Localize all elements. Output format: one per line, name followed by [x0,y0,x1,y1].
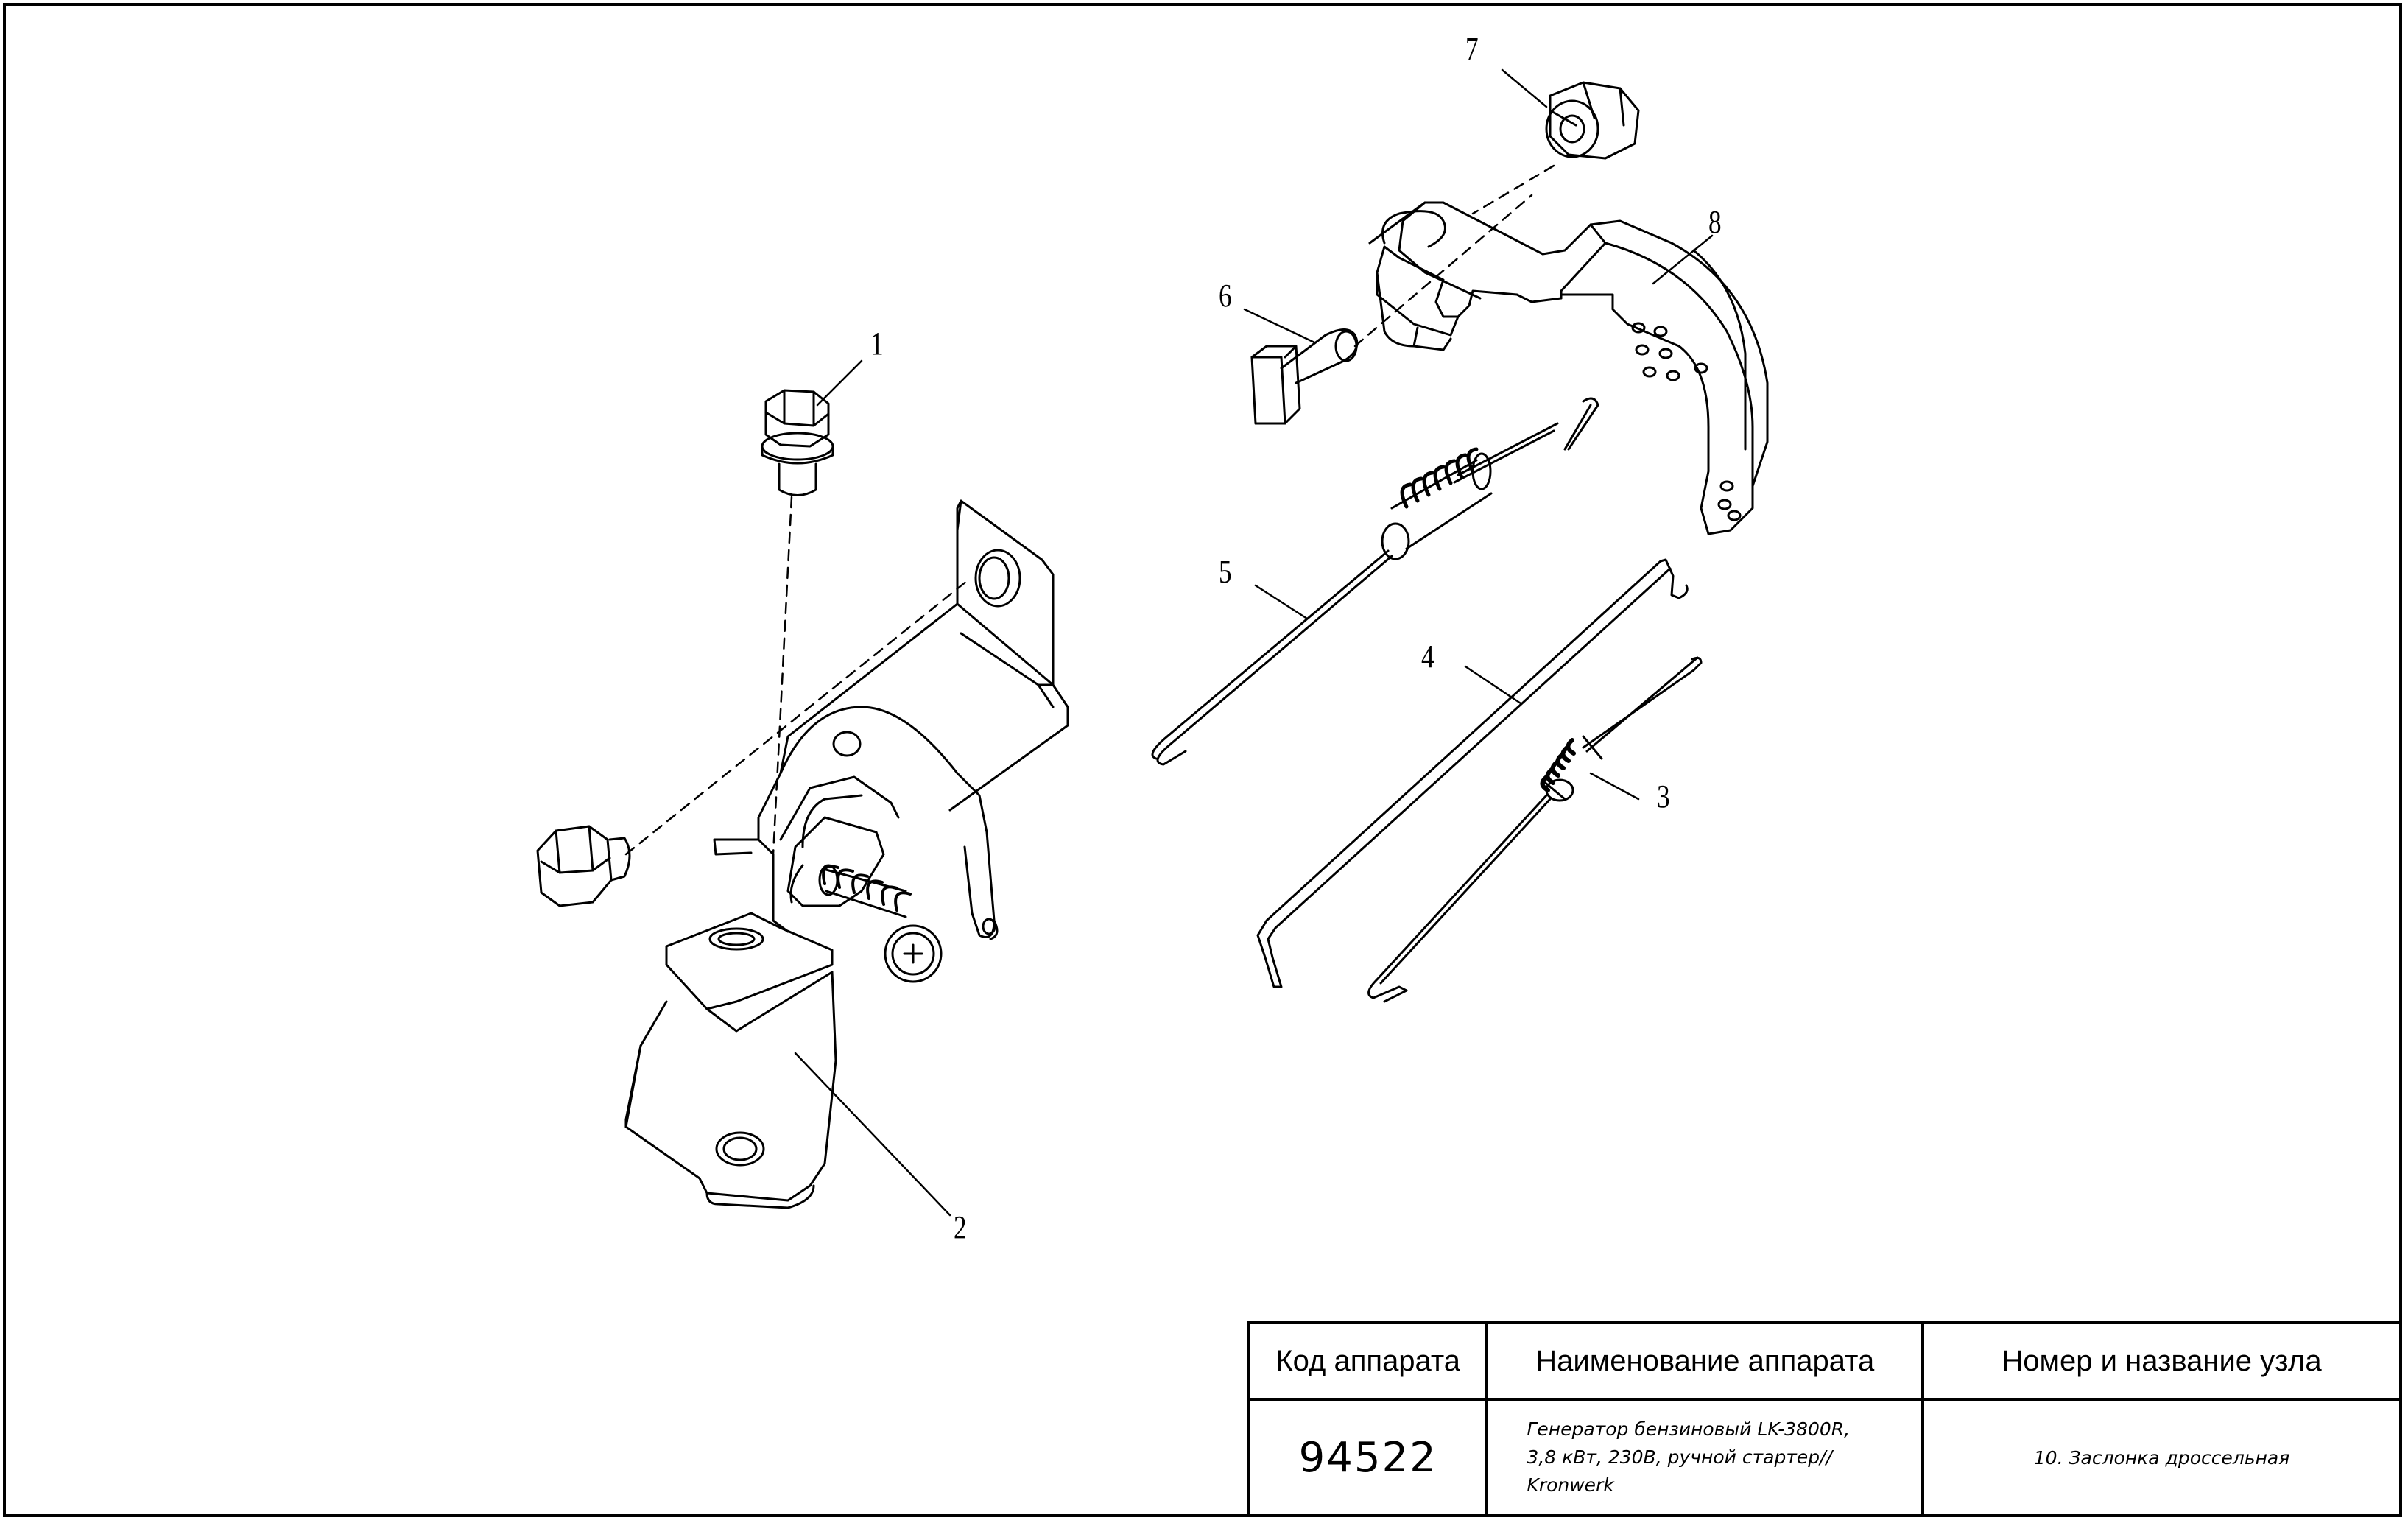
device-name-line-1: Генератор бензиновый LK-3800R, [1527,1418,1851,1440]
drawing-frame [3,3,2402,1517]
title-block: Код аппарата Наименование аппарата Номер… [1247,1321,2402,1517]
callout-6: 6 [1219,278,1232,314]
part-5-spring-rod [1151,397,1599,766]
part-6-pin [1250,194,1533,425]
part-1-bolt [761,389,834,856]
part-7-nut [1471,81,1640,215]
header-code: Код аппарата [1247,1321,1489,1401]
callout-1: 1 [870,326,884,362]
callout-4: 4 [1421,639,1434,675]
callout-2: 2 [954,1209,967,1245]
unit-name: 10. Заслонка дроссельная [1921,1398,2402,1517]
part-3-spring [1367,656,1703,1003]
part-8-lever [1368,201,1769,535]
header-unit: Номер и название узла [1921,1321,2402,1401]
device-code: 94522 [1247,1398,1489,1517]
callout-leaders [794,68,1714,1217]
callout-5: 5 [1219,554,1232,590]
part-4-rod [1256,558,1689,988]
header-name: Наименование аппарата [1485,1321,1925,1401]
device-name-line-2: 3,8 кВт, 230В, ручной стартер// [1527,1446,1833,1468]
device-name-line-3: Kronwerk [1527,1474,1614,1496]
callout-8: 8 [1708,204,1722,240]
part-2-bracket-assembly [624,499,1069,1209]
callout-3: 3 [1657,778,1670,815]
part-1-bolt-side [536,577,972,907]
device-name: Генератор бензиновый LK-3800R, 3,8 кВт, … [1485,1398,1925,1517]
callout-7: 7 [1465,31,1479,67]
